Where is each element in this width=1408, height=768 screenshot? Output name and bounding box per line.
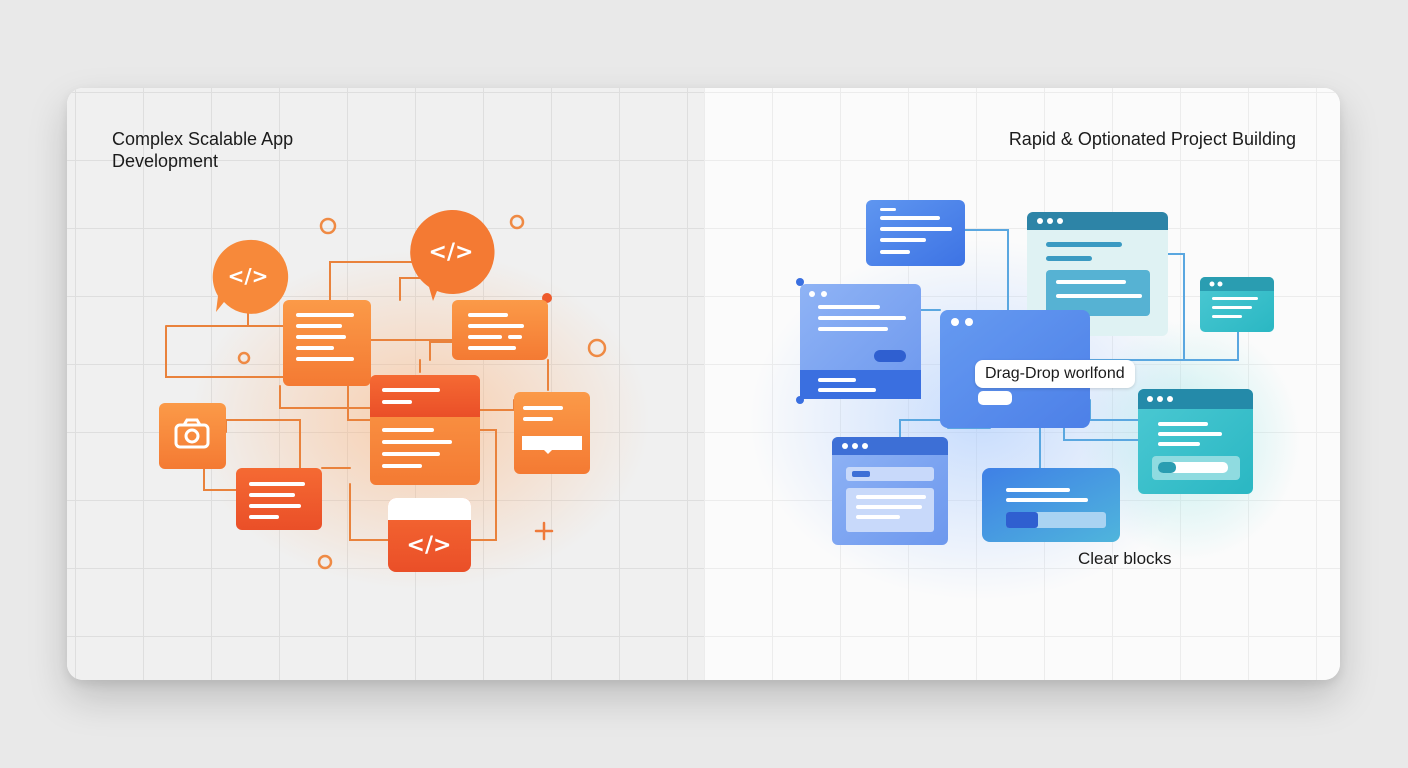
clear-block-card (982, 468, 1120, 542)
code-doc-card (283, 300, 371, 386)
browser-window-card (1200, 277, 1274, 332)
left-connectors (165, 247, 549, 541)
browser-window-card (796, 278, 921, 404)
browser-window-card (832, 437, 948, 545)
list-card (866, 200, 965, 266)
svg-text:</>: </> (228, 264, 269, 288)
node-dot (542, 293, 552, 303)
code-window-icon: </> (388, 498, 471, 572)
left-decor (237, 214, 607, 570)
plus-icon (534, 521, 554, 541)
left-panel-title: Complex Scalable App Development (112, 129, 294, 171)
svg-text:</>: </> (407, 533, 452, 558)
code-doc-card (452, 300, 548, 360)
window-card (514, 392, 590, 474)
code-bubble-icon: </> (410, 209, 495, 301)
clear-blocks-label: Clear blocks (1078, 549, 1172, 568)
right-panel-title: Rapid & Optionated Project Building (1008, 129, 1296, 149)
code-doc-card-central (370, 375, 480, 485)
camera-icon (159, 403, 226, 469)
browser-window-card (1138, 389, 1253, 494)
code-bubble-icon: </> (212, 239, 289, 314)
code-doc-card (236, 468, 322, 530)
svg-text:</>: </> (429, 240, 474, 265)
browser-window-card (1027, 212, 1168, 336)
drag-drop-label: Drag-Drop worlfond (975, 360, 1135, 388)
